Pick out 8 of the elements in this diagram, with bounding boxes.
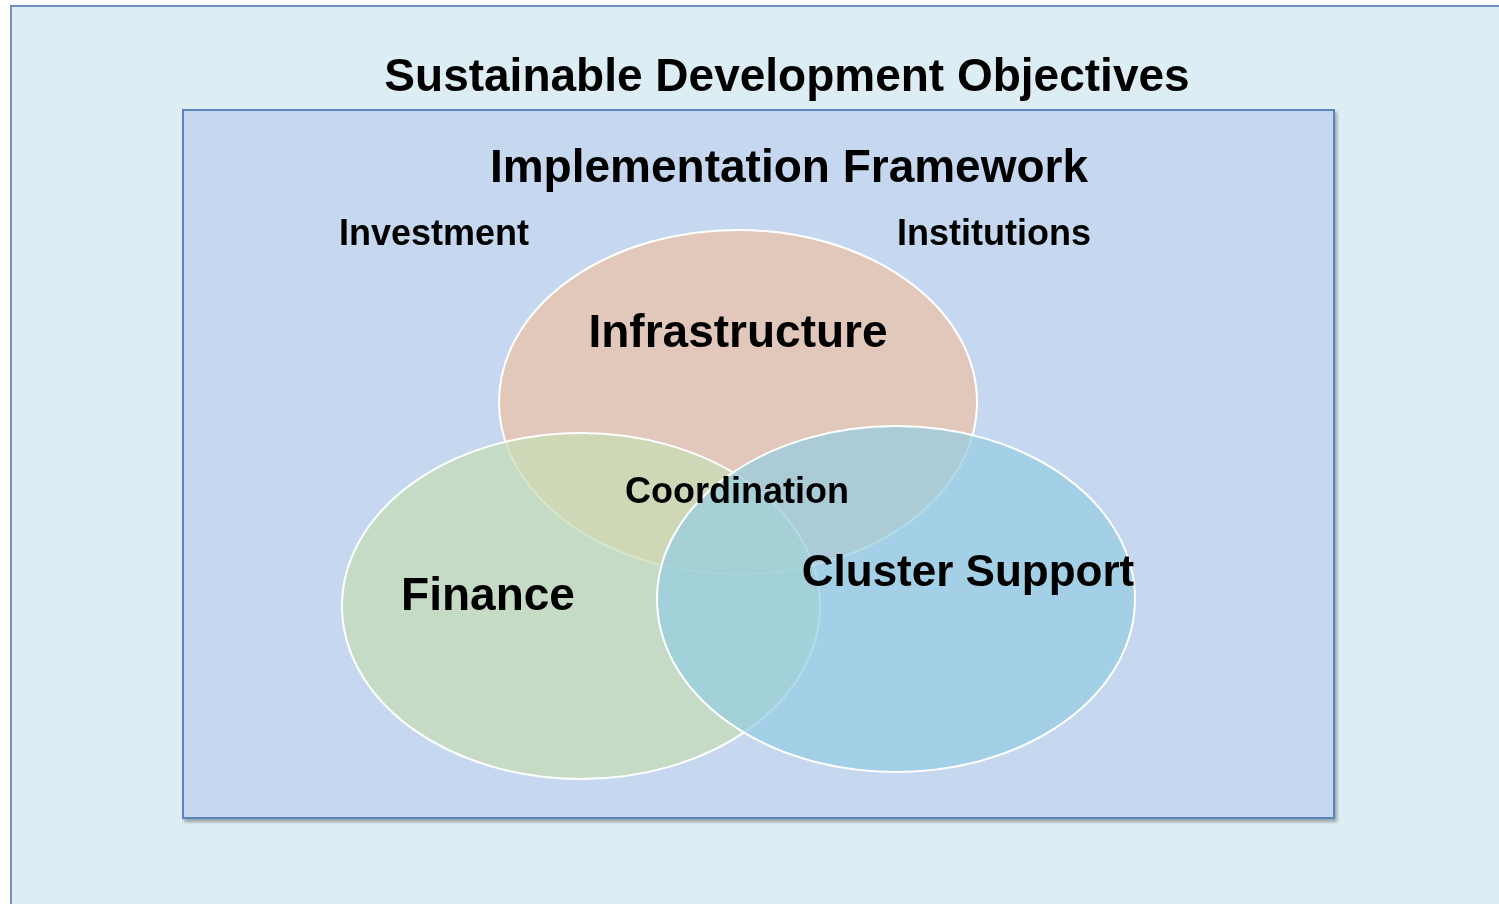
- area-label: Investment: [338, 215, 530, 251]
- circle-label: Infrastructure: [588, 308, 888, 354]
- framework-panel: [182, 109, 1335, 819]
- area-label: Institutions: [897, 215, 1091, 251]
- framework-panel: [10, 5, 1499, 904]
- circle-label: Cluster Support: [801, 549, 1135, 593]
- area-label: Coordination: [625, 473, 849, 509]
- circle-label: Finance: [401, 571, 575, 617]
